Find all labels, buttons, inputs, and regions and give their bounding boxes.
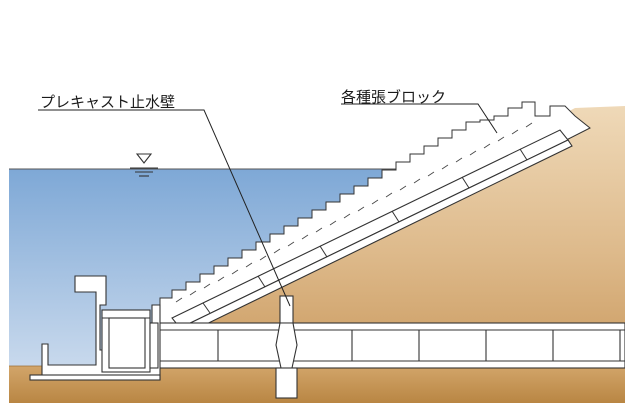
- water-level-icon: [130, 153, 158, 177]
- precast-cutoff-wall: [275, 295, 298, 399]
- block-texture: [175, 122, 533, 303]
- sluice-structure: [29, 275, 161, 381]
- slope-frame-joints: [202, 148, 528, 314]
- culvert: [149, 322, 625, 369]
- precast-wall-label: プレキャスト止水壁: [40, 93, 176, 111]
- leader-lines: [38, 103, 498, 307]
- armor-blocks-label: 各種張ブロック: [341, 88, 447, 106]
